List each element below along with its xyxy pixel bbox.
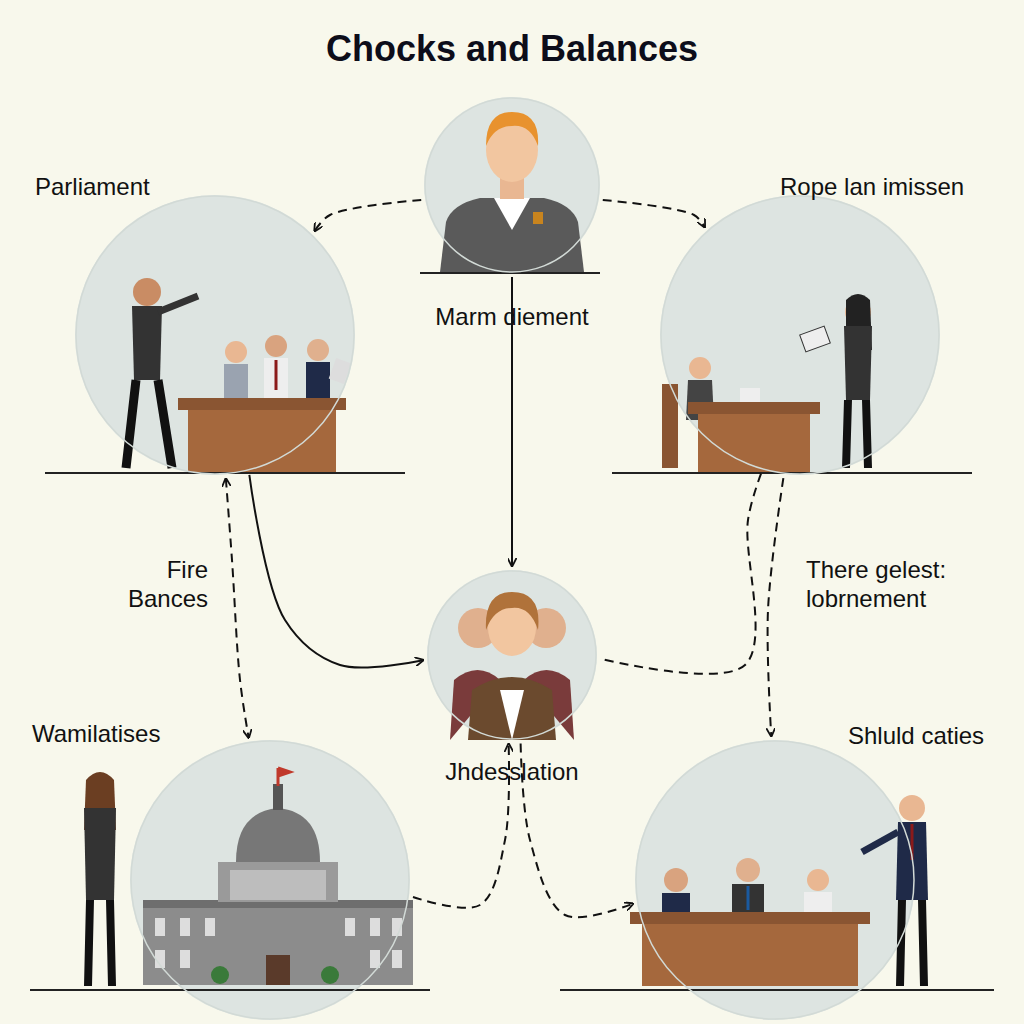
node-label: Parliament — [35, 173, 150, 202]
connector-arrow — [601, 474, 761, 674]
node-label: Jhdesslation — [445, 758, 578, 787]
note-label: Fire Bances — [88, 556, 208, 614]
connector-arrow — [315, 200, 422, 231]
circle-outline — [424, 97, 600, 273]
branch-circle: Marm diement — [424, 97, 600, 273]
branch-circle: Wamilatises — [130, 740, 410, 1020]
connector-arrow — [226, 479, 249, 738]
connector-arrow — [249, 475, 423, 668]
node-label: Rope lan imissen — [780, 173, 964, 202]
branch-circle: Rope lan imissen — [660, 195, 940, 475]
circle-outline — [635, 740, 915, 1020]
node-label: Shluld caties — [848, 722, 984, 751]
branch-circle: Shluld caties — [635, 740, 915, 1020]
node-label: Marm diement — [435, 303, 588, 332]
diagram-title: Chocks and Balances — [0, 28, 1024, 70]
connector-arrow — [768, 478, 784, 736]
circle-outline — [130, 740, 410, 1020]
branch-circle: Jhdesslation — [427, 570, 597, 740]
branch-circle: Parliament — [75, 195, 355, 475]
connector-arrow — [603, 200, 705, 227]
circle-outline — [75, 195, 355, 475]
circle-outline — [427, 570, 597, 740]
node-label: Wamilatises — [32, 720, 160, 749]
circle-outline — [660, 195, 940, 475]
note-label: There gelest: lobrnement — [806, 556, 981, 614]
